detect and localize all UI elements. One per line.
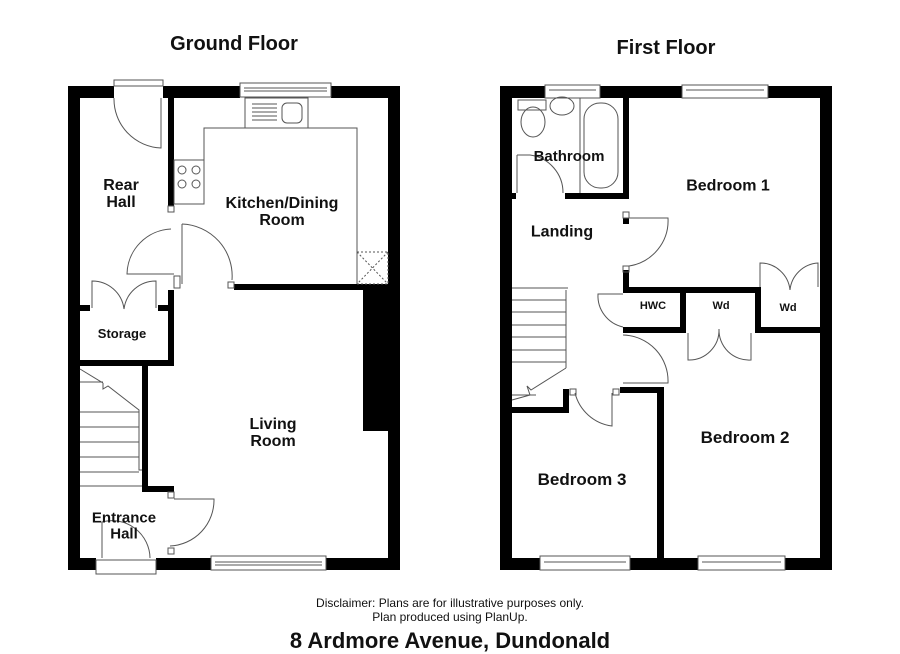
room-label-wardrobe-bedroom-2: Wd [712, 300, 730, 313]
room-label-bathroom: Bathroom [533, 148, 605, 166]
first-floor-walls [500, 86, 832, 570]
room-label-hwc: HWC [639, 300, 667, 313]
disclaimer-line-2: Plan produced using PlanUp. [372, 610, 528, 624]
room-label-bedroom-2: Bedroom 2 [700, 428, 790, 448]
room-label-kitchen-dining: Kitchen/Dining Room [225, 195, 339, 229]
ground-floor-title: Ground Floor [170, 33, 298, 55]
room-label-bedroom-1: Bedroom 1 [686, 177, 770, 195]
first-floor-fixtures [511, 84, 819, 571]
first-floor-title: First Floor [616, 37, 716, 59]
room-label-rear-hall: Rear Hall [103, 177, 139, 211]
room-label-wardrobe-bedroom-1: Wd [779, 302, 797, 315]
ground-floor-fixtures [79, 79, 389, 575]
room-label-landing: Landing [530, 223, 594, 241]
disclaimer-line-1: Disclaimer: Plans are for illustrative p… [316, 596, 584, 610]
ground-floor-walls [68, 86, 400, 570]
room-label-entrance-hall: Entrance Hall [91, 509, 157, 542]
room-label-bedroom-3: Bedroom 3 [537, 470, 627, 490]
room-label-storage: Storage [97, 326, 147, 342]
property-address: 8 Ardmore Avenue, Dundonald [289, 628, 611, 653]
room-label-living-room: Living Room [249, 416, 297, 450]
